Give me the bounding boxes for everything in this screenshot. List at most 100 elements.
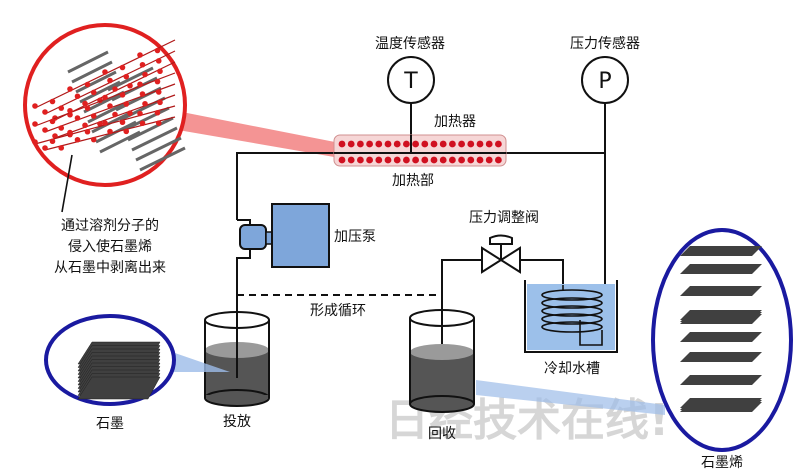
heater-dot (347, 156, 355, 164)
cycle-label: 形成循环 (310, 303, 366, 319)
solvent-molecule (74, 93, 81, 100)
graphene-zoom-beam (476, 380, 665, 415)
graphite-zoom-beam (172, 352, 230, 372)
heater-dot (467, 140, 475, 148)
graphite-layer (79, 80, 121, 104)
heater-dot (476, 156, 484, 164)
heater-dot (458, 140, 465, 148)
valve-right-triangle (499, 246, 521, 274)
heater-dot (403, 156, 410, 164)
coil-loop (541, 297, 603, 309)
solvent-molecule (84, 128, 91, 135)
graphene-sheet (680, 314, 762, 324)
solvent-molecule (74, 115, 81, 121)
solvent-molecule (112, 111, 118, 118)
heater-dot (449, 156, 456, 164)
valve-label: 压力调整阀 (469, 210, 539, 226)
cooling-coil (541, 285, 603, 346)
solvent-intercalation-magnifier (23, 23, 187, 187)
heater-dot (384, 140, 392, 148)
solvent-molecule (157, 99, 163, 106)
coil-loop (541, 305, 603, 317)
solvent-molecule (123, 128, 130, 135)
solvent-molecule (49, 118, 56, 125)
heater-elements (338, 140, 502, 164)
solvent-molecule (155, 120, 162, 126)
temp-sensor-gauge (387, 56, 435, 104)
solvent-molecule (139, 61, 146, 68)
heater-label: 加热器 (434, 114, 476, 130)
pressure-regulating-valve (481, 234, 521, 274)
solvent-molecule (42, 109, 48, 115)
solvent-molecule (127, 82, 133, 89)
graphite-layer (111, 76, 158, 102)
solvent-molecule (102, 69, 108, 75)
graphene-sheet (680, 286, 762, 296)
solvent-molecule (107, 77, 113, 84)
graphite-layer (127, 116, 174, 142)
heater-dot (430, 140, 438, 148)
solvent-molecule (42, 127, 48, 133)
solvent-molecule (123, 73, 130, 80)
solvent-molecule (119, 92, 126, 98)
heater-dot (421, 140, 429, 148)
heater-dot (495, 140, 502, 148)
mechanism-text-line1: 通过溶剂分子的 (61, 218, 159, 234)
heater-dot (467, 156, 475, 164)
solvent-molecule (154, 47, 161, 54)
solvent-molecule (97, 121, 103, 127)
graphene-sheet (680, 375, 762, 385)
solvent-molecule (42, 145, 48, 151)
solvent-molecule (142, 100, 148, 107)
graphite-layer (99, 130, 141, 154)
heater-dot (357, 156, 364, 164)
heater-dot (403, 140, 410, 148)
heater-dot (375, 140, 383, 148)
mechanism-text-line2: 侵入使石墨烯 (68, 238, 152, 255)
heater-dot (421, 156, 429, 164)
solvent-molecule (102, 94, 108, 101)
solvent-molecule (137, 110, 143, 117)
solvent-molecule (137, 81, 143, 88)
heater-dot (384, 156, 392, 164)
graphite-layer (123, 106, 170, 132)
graphene-sheet (680, 246, 762, 256)
solvent-molecule (52, 133, 58, 139)
graphite-layer (139, 146, 186, 172)
solvent-molecule (107, 128, 113, 135)
temp-sensor-symbol: T (403, 69, 418, 94)
pump-label: 加压泵 (334, 229, 376, 245)
solvent-molecule (137, 52, 143, 58)
solvent-molecule (67, 107, 73, 114)
red-zoom-beam (178, 112, 340, 158)
heater-dot (458, 156, 465, 164)
pressure-sensor-symbol: P (598, 69, 611, 94)
pressure-pump (239, 203, 330, 268)
heater-dot (430, 156, 438, 164)
solvent-molecule (107, 103, 113, 109)
recovery-label: 回收 (428, 426, 456, 442)
solvent-molecule (82, 122, 88, 129)
solvent-molecule (90, 89, 97, 96)
return-pipe (441, 259, 482, 375)
solvent-molecule (58, 145, 65, 151)
heater-dot (375, 156, 383, 164)
heating-section-label: 加热部 (392, 173, 434, 189)
solvent-molecule (32, 139, 38, 145)
coil-outlet (579, 320, 603, 346)
heater-dot (357, 140, 364, 148)
heater-dot (393, 156, 401, 164)
solvent-molecule (74, 136, 81, 143)
graphite-layer (131, 126, 178, 152)
heater-dot (347, 140, 355, 148)
heater-dot (412, 140, 419, 148)
heater-dot (412, 156, 419, 164)
solvent-molecule (123, 101, 130, 107)
solvent-molecule (49, 138, 56, 145)
solvent-molecule (119, 64, 126, 71)
graphene-sheet (680, 352, 762, 362)
graphene-sheet (680, 332, 762, 342)
heater-dot (439, 140, 447, 148)
graphite-layer (87, 100, 129, 124)
pump-motor (271, 203, 330, 268)
